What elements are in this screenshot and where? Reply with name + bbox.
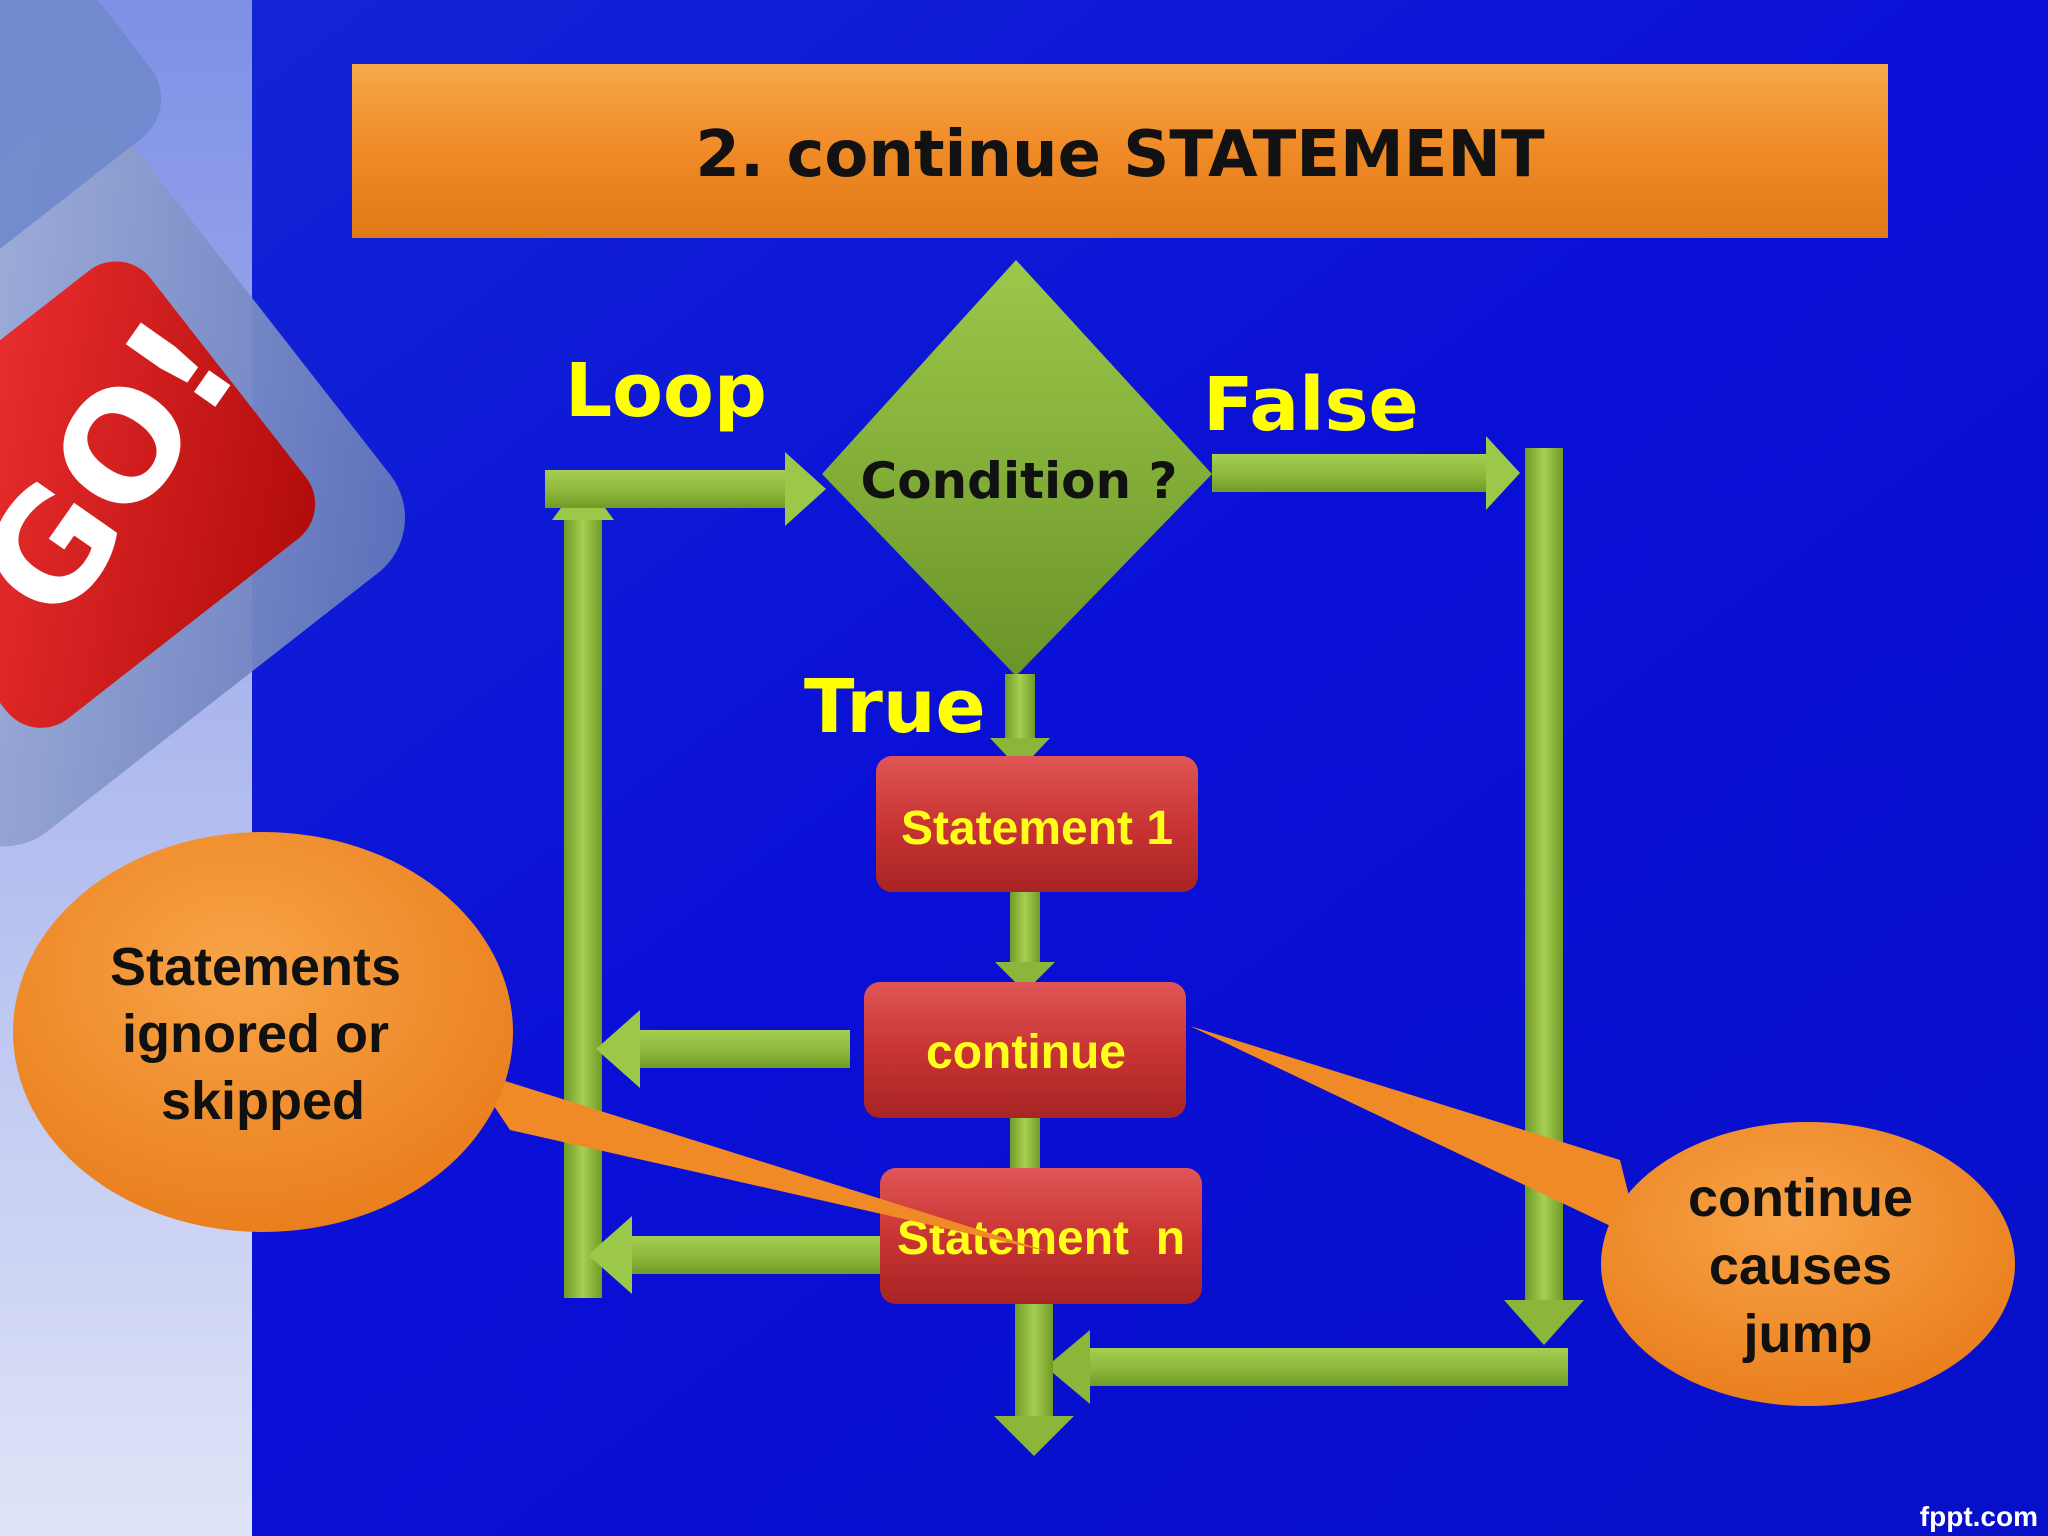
skipped-callout-line-1: Statements <box>110 937 401 997</box>
stmtn-loop-arrow-head <box>588 1216 632 1294</box>
arrow-into-condition-shaft <box>545 470 787 508</box>
statement-1-label: Statement 1 <box>901 802 1173 855</box>
skipped-callout-bubble <box>13 832 513 1232</box>
skipped-callout-line-2: ignored or <box>122 1004 389 1064</box>
jump-callout-bubble <box>1601 1122 2015 1406</box>
false-label: False <box>1203 362 1419 448</box>
credit-text: fppt.com <box>1920 1501 2038 1532</box>
condition-label: Condition ? <box>861 452 1178 510</box>
continue-loop-arrow-head <box>596 1010 640 1088</box>
true-arrow-head <box>990 738 1050 770</box>
exit-join-bar <box>1090 1348 1568 1386</box>
exit-arrow-shaft <box>1015 1300 1053 1420</box>
jump-callout: continue causes jump <box>1190 1026 2015 1406</box>
stmt1-to-continue-head <box>995 962 1055 992</box>
skipped-callout: Statements ignored or skipped <box>13 832 1050 1252</box>
stmt1-to-continue-shaft <box>1010 882 1040 964</box>
true-arrow-shaft <box>1005 674 1035 740</box>
exit-join-head <box>1046 1330 1090 1404</box>
statement-1-box <box>876 756 1198 892</box>
title-bar <box>352 64 1888 238</box>
loop-back-bar <box>564 508 602 1298</box>
true-label: True <box>804 664 986 750</box>
false-path-down-head <box>1504 1300 1584 1345</box>
jump-callout-pointer <box>1190 1026 1640 1240</box>
continue-box <box>864 982 1186 1118</box>
jump-callout-line-3: jump <box>1743 1304 1873 1364</box>
statement-n-box <box>880 1168 1202 1304</box>
false-arrow-head <box>1486 436 1520 510</box>
stmtn-loop-arrow-shaft <box>630 1236 880 1274</box>
jump-callout-line-1: continue <box>1688 1168 1913 1228</box>
condition-diamond <box>822 260 1212 676</box>
continue-loop-arrow-shaft <box>638 1030 850 1068</box>
svg-text:continue causes ju: continue causes jump <box>1688 1168 1928 1364</box>
svg-text:Statements ignored or: Statements ignored or skipped <box>110 937 416 1131</box>
loop-label: Loop <box>565 348 767 434</box>
skipped-callout-pointer <box>470 1070 1050 1252</box>
slide-title: 2. continue STATEMENT <box>695 118 1545 192</box>
arrow-into-condition-head <box>785 452 826 526</box>
skipped-callout-line-3: skipped <box>161 1071 365 1131</box>
jump-callout-line-2: causes <box>1709 1236 1892 1296</box>
continue-box-label: continue <box>926 1026 1126 1079</box>
go-key-icon: GO! <box>0 0 405 847</box>
false-arrow-shaft <box>1212 454 1490 492</box>
exit-arrow-head <box>994 1416 1074 1456</box>
